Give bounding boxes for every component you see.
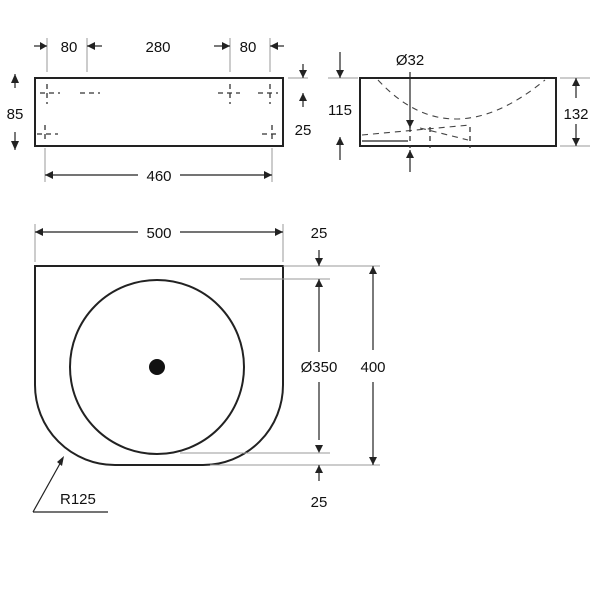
plan-front-offset-arrows <box>240 250 380 296</box>
left-depth-arrows <box>11 74 19 150</box>
dim-top-edge-offset: 25 <box>295 122 312 139</box>
bowl-circle <box>69 279 245 455</box>
top-view: 80 280 80 85 25 460 <box>7 38 312 185</box>
dim-top-offset-right: 80 <box>240 39 257 56</box>
dim-plan-bowl-diameter: Ø350 <box>301 359 338 376</box>
side-total-height-arrows <box>560 77 590 147</box>
side-view-outline <box>359 77 557 147</box>
bottom-width-arrows <box>44 148 273 182</box>
plan-bowl-diameter-line <box>180 296 330 454</box>
plan-back-offset-arrows <box>315 465 323 481</box>
top-dimension-row <box>34 38 284 72</box>
mounting-hole-marks <box>37 84 280 141</box>
basin-outline <box>34 265 284 466</box>
plan-width-arrows <box>34 224 284 262</box>
right-offset-arrows <box>288 64 308 107</box>
dim-top-width: 460 <box>146 168 171 185</box>
dim-plan-front-offset: 25 <box>311 225 328 242</box>
dim-plan-back-offset: 25 <box>311 494 328 511</box>
dim-side-total-height: 132 <box>563 106 588 123</box>
drain-hole <box>149 359 165 375</box>
dim-plan-depth: 400 <box>360 359 385 376</box>
dim-top-offset-left: 80 <box>61 39 78 56</box>
plan-depth-arrows <box>210 266 380 466</box>
side-view: Ø32 115 132 <box>328 52 590 172</box>
dim-top-hole-spacing: 280 <box>145 39 170 56</box>
dim-side-inner-height: 115 <box>328 102 352 119</box>
side-inner-height-arrows <box>328 52 358 160</box>
dim-plan-width: 500 <box>146 225 171 242</box>
bowl-profile <box>377 79 546 120</box>
dim-top-depth: 85 <box>7 106 24 123</box>
dim-plan-corner-radius: R125 <box>60 491 96 508</box>
top-view-outline <box>34 77 284 147</box>
corner-radius-leader <box>32 456 108 513</box>
plan-view: 500 25 Ø350 400 <box>32 224 386 513</box>
dim-drain-diameter: Ø32 <box>396 52 424 69</box>
